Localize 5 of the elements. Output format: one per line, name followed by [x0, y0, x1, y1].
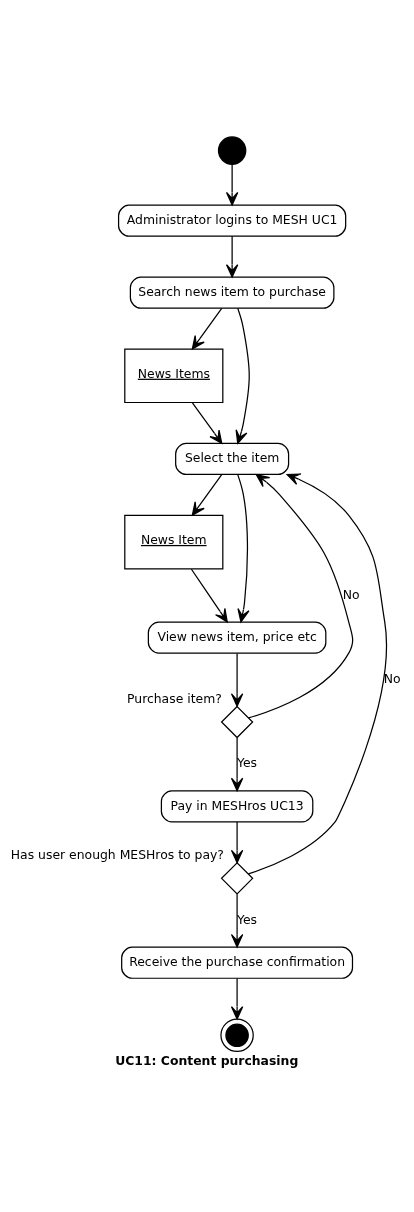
caption: UC11: Content purchasing — [115, 1053, 299, 1069]
node-label: Has user enough MESHros to pay? — [10, 847, 224, 863]
edge-label: No — [342, 586, 360, 602]
edge-label: No — [383, 670, 401, 686]
node-label: Purchase item? — [127, 690, 222, 706]
